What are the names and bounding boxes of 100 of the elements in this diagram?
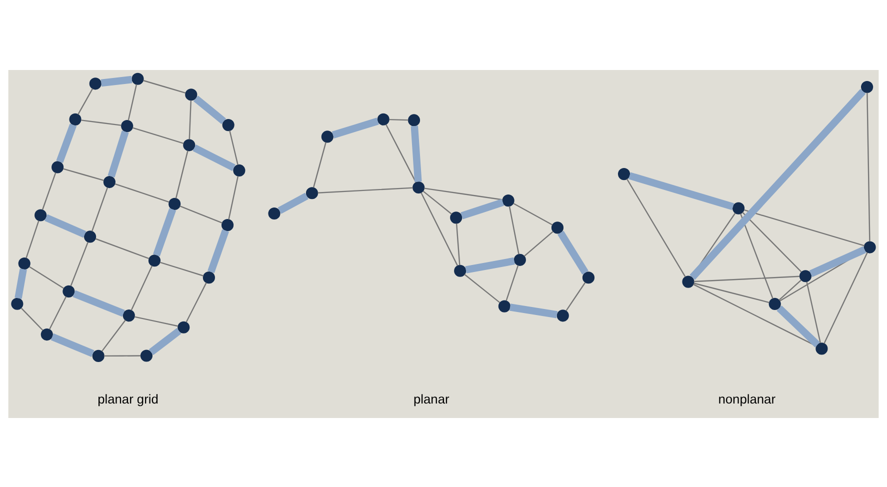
node-circle <box>185 88 198 100</box>
connector <box>49 296 67 329</box>
connector <box>148 328 182 355</box>
connector <box>21 307 44 330</box>
connector <box>100 75 132 86</box>
connector <box>95 238 150 259</box>
connector <box>456 222 460 265</box>
connector <box>318 186 413 193</box>
node-circle <box>202 271 215 284</box>
connector <box>513 202 553 225</box>
connector <box>188 100 192 139</box>
connector <box>694 275 800 282</box>
connector <box>143 79 186 94</box>
connector <box>70 241 88 286</box>
connector <box>108 130 129 178</box>
connector <box>63 168 104 181</box>
node-circle <box>52 160 64 173</box>
connector <box>524 230 554 256</box>
node-circle <box>732 202 745 214</box>
connector <box>742 211 802 272</box>
connector <box>160 261 204 276</box>
node-circle <box>62 284 75 297</box>
connector <box>626 178 686 277</box>
connector <box>806 281 821 342</box>
connector <box>506 264 519 300</box>
connector <box>809 246 866 277</box>
connector <box>465 256 515 273</box>
connector <box>824 252 868 344</box>
node-circle <box>222 218 234 231</box>
connector <box>104 354 141 356</box>
connector <box>50 332 94 356</box>
node-circle <box>377 112 390 125</box>
connector <box>332 117 379 138</box>
connector <box>410 125 422 182</box>
node-circle <box>84 230 96 242</box>
connector <box>228 176 239 220</box>
node-circle <box>498 300 510 312</box>
node-circle <box>582 271 595 284</box>
node-circle <box>682 275 694 288</box>
node-circle <box>122 309 135 322</box>
node-circle <box>140 349 152 362</box>
connector <box>81 119 122 126</box>
node-circle <box>412 180 425 194</box>
node-circle <box>556 309 569 322</box>
connector <box>91 186 108 231</box>
node-circle <box>168 197 181 210</box>
node-circle <box>768 297 781 310</box>
connector <box>29 266 64 288</box>
node-circle <box>816 342 828 354</box>
label: nonplanar <box>718 390 776 406</box>
node-circle <box>233 164 246 176</box>
node-circle <box>92 349 104 362</box>
connector <box>132 126 184 144</box>
connector <box>175 150 188 198</box>
connector <box>78 88 94 114</box>
connector <box>72 290 125 316</box>
connector <box>557 230 588 274</box>
node-circle <box>450 211 462 224</box>
connector <box>566 282 586 311</box>
connector <box>101 319 126 352</box>
connector <box>460 198 504 219</box>
connector <box>312 142 326 188</box>
connector <box>389 118 408 120</box>
connector <box>130 265 153 310</box>
connector <box>192 144 236 170</box>
connector <box>628 172 734 210</box>
node-circle <box>148 254 161 266</box>
connector <box>193 95 226 124</box>
node-circle <box>864 240 876 253</box>
node-circle <box>799 270 812 282</box>
node-circle <box>40 328 53 340</box>
node-circle <box>514 253 526 266</box>
node-circle <box>454 264 466 276</box>
connector <box>464 273 500 303</box>
connector <box>229 130 238 165</box>
node-circle <box>861 80 874 93</box>
node-circle <box>69 112 82 125</box>
connector <box>42 172 56 210</box>
node-circle <box>408 114 420 126</box>
connector <box>424 187 503 200</box>
connector <box>866 92 870 241</box>
connector <box>744 208 864 246</box>
connector <box>128 84 138 120</box>
node-circle <box>178 320 190 333</box>
connector <box>56 123 77 162</box>
connector <box>422 190 452 214</box>
connector <box>44 214 86 238</box>
connector <box>208 228 230 273</box>
connector <box>694 282 770 303</box>
connector <box>186 282 207 322</box>
node-circle <box>18 257 30 270</box>
node-circle <box>34 208 47 221</box>
connector <box>134 316 178 326</box>
node-circle <box>11 297 24 310</box>
node-circle <box>306 186 318 199</box>
connector <box>180 204 222 224</box>
node-circle <box>183 138 196 151</box>
node-circle <box>502 194 514 206</box>
connector <box>114 182 170 202</box>
connector <box>385 124 416 182</box>
